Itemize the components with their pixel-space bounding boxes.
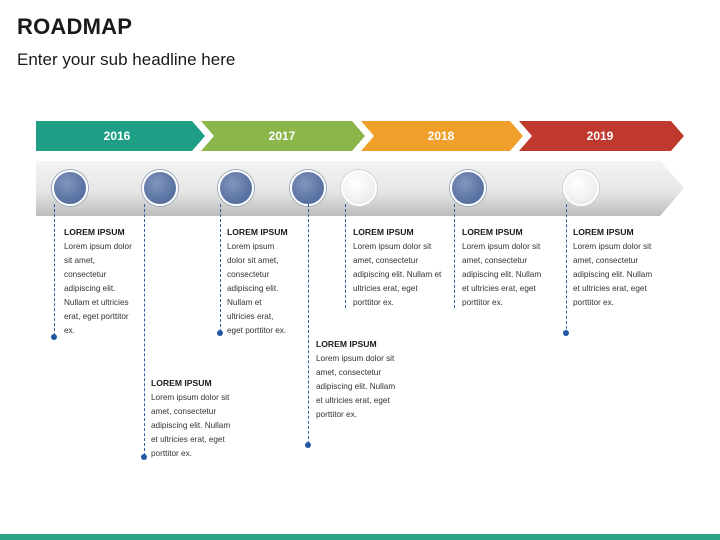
item-title: LOREM IPSUM (316, 339, 377, 349)
item-body: Lorem ipsum dolor sit amet, consectetur … (573, 242, 653, 307)
item-body: Lorem ipsum dolor sit amet, consectetur … (151, 393, 231, 458)
item-body: Lorem ipsum dolor sit amet, consectetur … (462, 242, 542, 307)
roadmap-item-6: LOREM IPSUM Lorem ipsum dolor sit amet, … (462, 225, 562, 310)
milestone-5[interactable] (341, 170, 377, 206)
footer-accent-bar (0, 534, 720, 540)
roadmap-item-3: LOREM IPSUM Lorem ipsum dolor sit amet, … (227, 225, 307, 338)
year-chevron-2018 (361, 121, 523, 151)
connector-1 (54, 204, 55, 336)
year-label-2018: 2018 (427, 129, 455, 143)
milestone-7[interactable] (563, 170, 599, 206)
item-body: Lorem ipsum dolor sit amet, consectetur … (353, 242, 442, 307)
item-title: LOREM IPSUM (353, 227, 414, 237)
item-title: LOREM IPSUM (151, 378, 212, 388)
year-chevron-2017 (201, 121, 365, 151)
roadmap-item-5: LOREM IPSUM Lorem ipsum dolor sit amet, … (353, 225, 453, 310)
item-body: Lorem ipsum dolor sit amet, consectetur … (64, 242, 132, 335)
connector-5 (345, 204, 346, 308)
year-label-2019: 2019 (586, 129, 614, 143)
year-label-2017: 2017 (268, 129, 296, 143)
connector-dot-1 (51, 334, 57, 340)
connector-dot-4 (305, 442, 311, 448)
roadmap-item-1: LOREM IPSUM Lorem ipsum dolor sit amet, … (64, 225, 144, 338)
item-title: LOREM IPSUM (64, 227, 125, 237)
milestone-6[interactable] (450, 170, 486, 206)
year-chevrons (36, 121, 684, 151)
milestone-2[interactable] (142, 170, 178, 206)
item-body: Lorem ipsum dolor sit amet, consectetur … (316, 354, 396, 419)
connector-7 (566, 204, 567, 334)
item-title: LOREM IPSUM (462, 227, 523, 237)
item-body: Lorem ipsum dolor sit amet, consectetur … (227, 242, 287, 335)
year-chevron-bar: 2016 2017 2018 2019 (0, 121, 710, 151)
connector-dot-7 (563, 330, 569, 336)
milestone-1[interactable] (52, 170, 88, 206)
milestone-4[interactable] (290, 170, 326, 206)
year-chevron-2016 (36, 121, 205, 151)
roadmap-item-7: LOREM IPSUM Lorem ipsum dolor sit amet, … (573, 225, 673, 310)
roadmap-item-2: LOREM IPSUM Lorem ipsum dolor sit amet, … (151, 376, 246, 461)
roadmap-item-4: LOREM IPSUM Lorem ipsum dolor sit amet, … (316, 337, 411, 422)
connector-2 (144, 204, 145, 456)
milestone-3[interactable] (218, 170, 254, 206)
connector-4 (308, 204, 309, 444)
connector-3 (220, 204, 221, 332)
page-title: ROADMAP (17, 14, 133, 39)
connector-6 (454, 204, 455, 308)
connector-dot-2 (141, 454, 147, 460)
item-title: LOREM IPSUM (227, 227, 288, 237)
year-chevron-2019 (519, 121, 684, 151)
page-subtitle: Enter your sub headline here (17, 50, 236, 69)
item-title: LOREM IPSUM (573, 227, 634, 237)
connector-dot-3 (217, 330, 223, 336)
year-label-2016: 2016 (103, 129, 131, 143)
